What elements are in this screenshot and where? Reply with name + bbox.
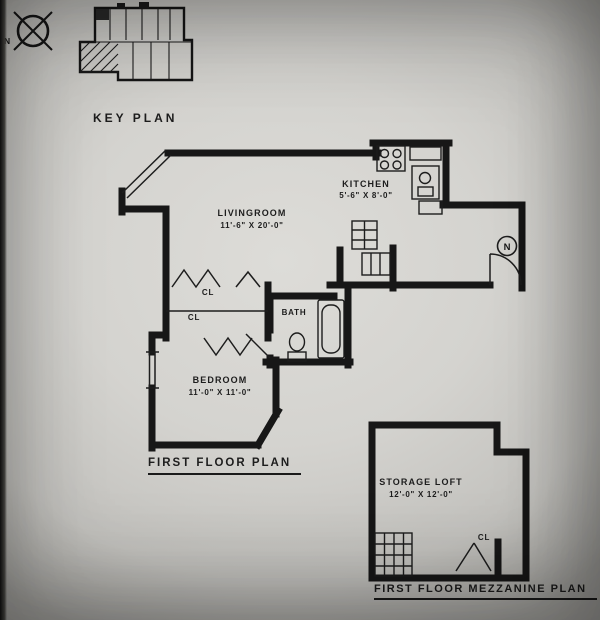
kitchen-label: KITCHEN	[342, 179, 390, 189]
photo-left-edge-shadow	[0, 0, 7, 620]
closet-upper-label: CL	[201, 288, 215, 297]
closet-lower-label: CL	[187, 313, 201, 322]
bedroom-label: BEDROOM	[192, 375, 248, 385]
compass-north-letter: N	[4, 36, 10, 46]
storage-loft-label: STORAGE LOFT	[379, 477, 463, 487]
livingroom-dims: 11'-6" X 20'-0"	[220, 221, 284, 230]
first-floor-doors	[166, 253, 522, 359]
key-plan-unit-hatch	[79, 41, 119, 73]
key-plan-drawing	[78, 2, 194, 82]
bath-label: BATH	[281, 308, 307, 317]
first-floor-walls	[118, 139, 526, 452]
north-compass-icon: N	[4, 11, 53, 51]
stairs-to-mezzanine	[351, 220, 391, 276]
first-floor-plan-title: FIRST FLOOR PLAN	[148, 457, 302, 475]
entry-north-letter: N	[504, 242, 511, 253]
bedroom-dims: 11'-0" X 11'-0"	[188, 388, 252, 397]
mezzanine-closet-label: CL	[477, 533, 491, 542]
first-floor-windows	[121, 149, 172, 389]
kitchen-dims: 5'-6" X 8'-0"	[339, 191, 393, 200]
storage-loft-dims: 12'-0" X 12'-0"	[389, 490, 453, 499]
mezzanine-plan-title: FIRST FLOOR MEZZANINE PLAN	[374, 584, 597, 600]
mezzanine-fixtures	[374, 532, 492, 577]
key-plan-title: KEY PLAN	[93, 111, 178, 125]
entry-north-indicator: N	[496, 235, 518, 257]
bath-fixtures	[287, 299, 345, 362]
kitchen-fixtures	[376, 145, 443, 215]
mezzanine-walls	[368, 421, 530, 582]
livingroom-label: LIVINGROOM	[217, 208, 287, 218]
